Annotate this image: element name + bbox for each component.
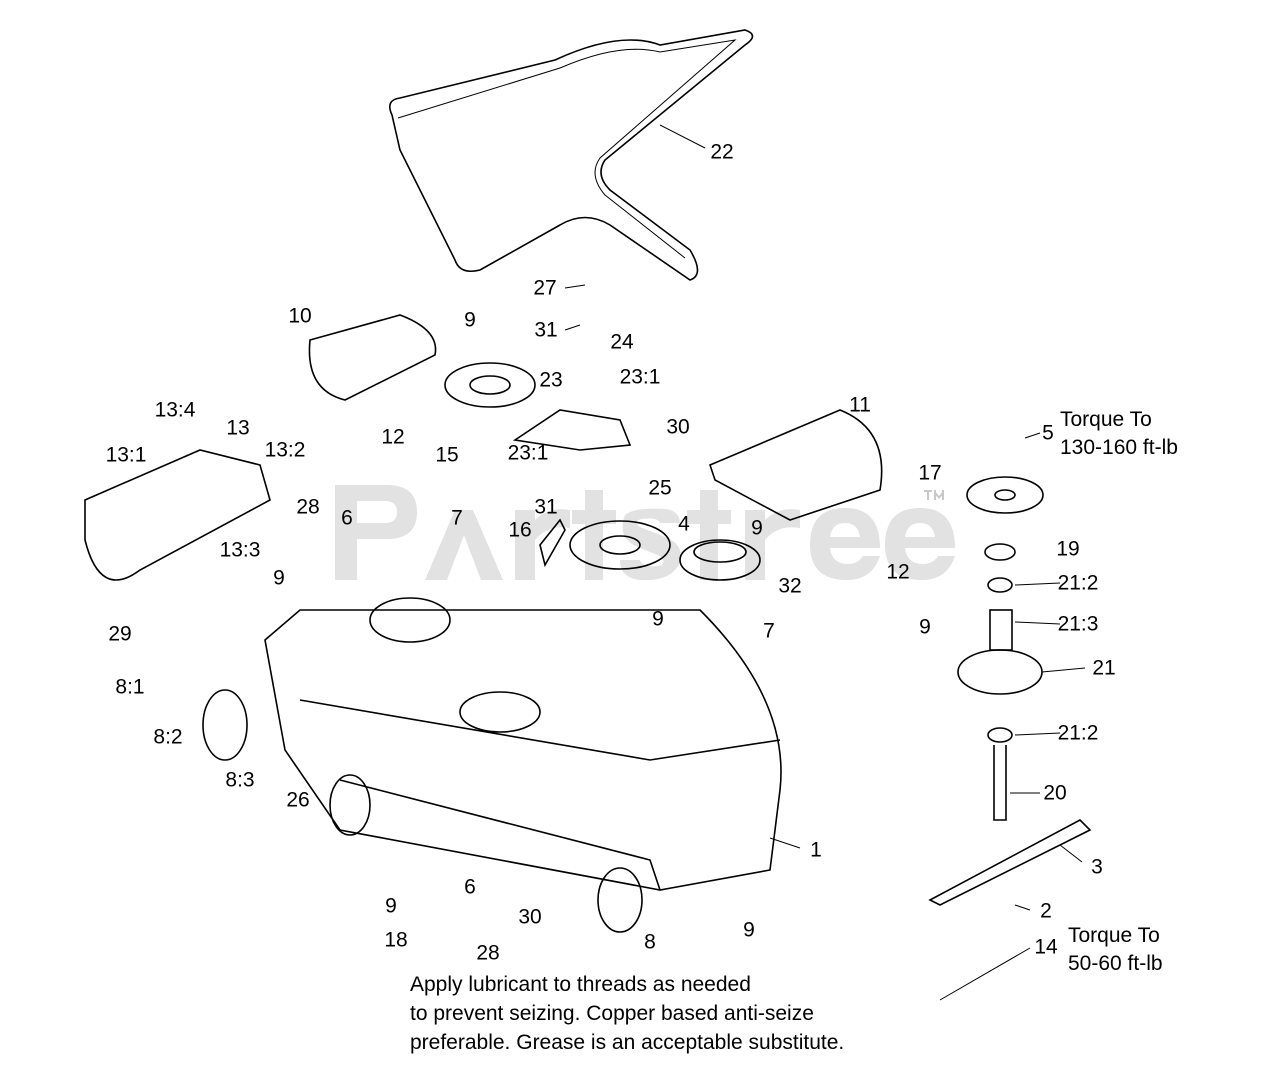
pulley-17 (966, 476, 1044, 514)
callout-17: 17 (918, 461, 942, 485)
deck-1 (264, 609, 782, 891)
callout-3: 3 (1091, 855, 1103, 879)
callout-9: 9 (652, 607, 664, 631)
bearing-21-2 (987, 577, 1013, 593)
torque-note-value: 50-60 ft-lb (1068, 952, 1163, 975)
callout-8-3: 8:3 (225, 768, 255, 792)
cover-11 (709, 409, 883, 521)
callout-28: 28 (476, 941, 500, 965)
idler-arm-16 (539, 518, 566, 568)
callout-23-1: 23:1 (507, 441, 549, 465)
callout-13: 13 (226, 416, 250, 440)
leader-lines (564, 124, 1086, 1001)
callout-15: 15 (435, 443, 459, 467)
callout-7: 7 (763, 619, 775, 643)
callout-8: 8 (644, 930, 656, 954)
callout-28: 28 (296, 495, 320, 519)
callout-7: 7 (451, 506, 463, 530)
callout-13-2: 13:2 (264, 438, 306, 462)
callout-31: 31 (534, 318, 558, 342)
callout-23-1: 23:1 (619, 365, 661, 389)
callout-29: 29 (108, 622, 132, 646)
spindle-center (459, 691, 541, 733)
torque-note-value: 130-160 ft-lb (1060, 436, 1178, 459)
wheel-8 (597, 867, 643, 933)
callout-32: 32 (778, 574, 802, 598)
callout-30: 30 (666, 415, 690, 439)
shaft-20 (993, 745, 1007, 821)
callout-21-2: 21:2 (1057, 721, 1099, 745)
bracket-23 (512, 409, 632, 451)
callout-18: 18 (384, 928, 408, 952)
callout-30: 30 (518, 905, 542, 929)
callout-12: 12 (381, 425, 405, 449)
callout-9: 9 (385, 894, 397, 918)
note-line: to prevent seizing. Copper based anti-se… (410, 1002, 814, 1025)
callout-13-1: 13:1 (105, 443, 147, 467)
callout-21-3: 21:3 (1057, 612, 1099, 636)
wheel-8-2 (202, 689, 248, 761)
callout-9: 9 (751, 516, 763, 540)
cover-13 (84, 449, 271, 581)
callout-19: 19 (1056, 537, 1080, 561)
callout-8-1: 8:1 (115, 675, 145, 699)
callout-12: 12 (886, 560, 910, 584)
callout-10: 10 (288, 304, 312, 328)
torque-note-upper: Torque To 130-160 ft-lb (1060, 406, 1178, 462)
callout-16: 16 (508, 518, 532, 542)
callout-9: 9 (464, 308, 476, 332)
callout-6: 6 (464, 875, 476, 899)
pulley-4 (569, 520, 671, 570)
callout-20: 20 (1043, 781, 1067, 805)
callout-11: 11 (849, 393, 871, 417)
callout-14: 14 (1034, 935, 1058, 959)
torque-note-line: Torque To (1068, 924, 1160, 947)
wheel-rear (329, 774, 371, 836)
callout-24: 24 (610, 330, 634, 354)
callout-5: 5 (1042, 421, 1054, 445)
callout-4: 4 (678, 512, 690, 536)
watermark-letterforms (335, 485, 955, 581)
belt-22 (389, 29, 754, 281)
callout-6: 6 (341, 506, 353, 530)
callout-9: 9 (273, 566, 285, 590)
callout-22: 22 (710, 140, 734, 164)
torque-note-line: Torque To (1060, 408, 1152, 431)
callout-21-2: 21:2 (1057, 571, 1099, 595)
cover-10 (308, 314, 437, 401)
callout-8-2: 8:2 (153, 725, 183, 749)
washer-19 (984, 543, 1016, 561)
callout-2: 2 (1040, 899, 1052, 923)
blade-3 (928, 819, 1092, 906)
callout-13-4: 13:4 (154, 398, 196, 422)
lubrication-note: Apply lubricant to threads as needed to … (410, 970, 844, 1057)
watermark-tm-mark (924, 490, 944, 500)
callout-25: 25 (648, 476, 672, 500)
callout-1: 1 (810, 838, 822, 862)
note-line: Apply lubricant to threads as needed (410, 973, 751, 996)
callout-27: 27 (533, 276, 557, 300)
spindle-housing-21 (957, 649, 1043, 695)
spindle-left (369, 597, 451, 643)
torque-note-lower: Torque To 50-60 ft-lb (1068, 922, 1163, 978)
spacer-21-3 (989, 609, 1013, 651)
callout-9: 9 (919, 615, 931, 639)
callout-31: 31 (534, 495, 558, 519)
note-line: preferable. Grease is an acceptable subs… (410, 1031, 845, 1054)
callout-13-3: 13:3 (219, 538, 261, 562)
callout-9: 9 (743, 918, 755, 942)
pulley-15 (444, 362, 536, 408)
callout-26: 26 (286, 788, 310, 812)
callout-23: 23 (539, 368, 563, 392)
callout-21: 21 (1092, 656, 1116, 680)
pulley-32 (679, 539, 761, 581)
